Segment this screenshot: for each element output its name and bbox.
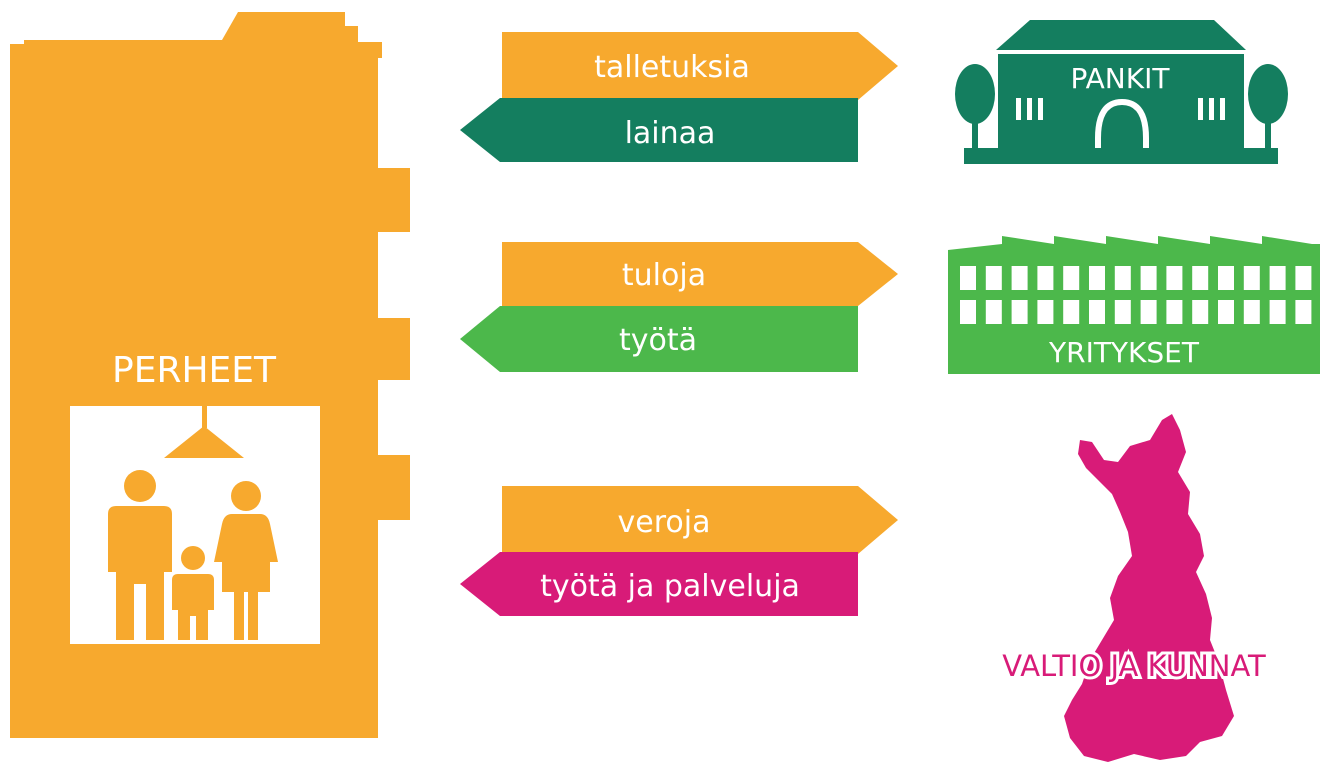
households-label: PERHEET bbox=[112, 350, 277, 391]
factory-window bbox=[1114, 266, 1131, 290]
factory-window bbox=[1063, 300, 1080, 324]
factory-window bbox=[1089, 266, 1105, 290]
factory-window bbox=[1166, 300, 1183, 324]
factory-window bbox=[1243, 300, 1260, 324]
arrow-label-loans: lainaa bbox=[625, 116, 716, 151]
factory-window bbox=[1011, 300, 1028, 324]
public-entity: VALTIO JA KUNNAT bbox=[999, 414, 1269, 762]
factory-window bbox=[1295, 266, 1312, 290]
arrow-right-income bbox=[502, 242, 898, 306]
companies-label: YRITYKSET bbox=[1048, 336, 1200, 369]
factory-window bbox=[1269, 266, 1286, 290]
factory-window bbox=[1295, 300, 1312, 324]
households-building: PERHEET bbox=[10, 12, 410, 738]
factory-window bbox=[1114, 300, 1131, 324]
factory-window bbox=[1192, 300, 1209, 324]
factory-window bbox=[960, 300, 976, 324]
flow-row-companies: tuloja työtä bbox=[460, 242, 898, 372]
factory-window bbox=[1063, 266, 1080, 290]
factory-window bbox=[1037, 300, 1054, 324]
bank-windows bbox=[1016, 98, 1225, 120]
factory-window bbox=[960, 266, 976, 290]
factory-window bbox=[1166, 266, 1183, 290]
public-label: VALTIO JA KUNNAT bbox=[1002, 649, 1266, 683]
arrow-label-work: työtä bbox=[619, 323, 697, 358]
finland-map-icon bbox=[1064, 414, 1234, 762]
factory-window bbox=[1218, 300, 1234, 324]
factory-window bbox=[1218, 266, 1234, 290]
companies-entity: YRITYKSET bbox=[948, 236, 1320, 374]
arrow-label-income: tuloja bbox=[622, 258, 706, 293]
factory-window bbox=[985, 300, 1002, 324]
banks-label: PANKIT bbox=[1071, 62, 1171, 95]
factory-icon bbox=[948, 236, 1320, 374]
factory-window bbox=[1011, 266, 1028, 290]
arrow-right-taxes bbox=[502, 486, 898, 554]
factory-window bbox=[1037, 266, 1054, 290]
factory-window bbox=[1140, 266, 1157, 290]
factory-window bbox=[1089, 300, 1105, 324]
family-under-lamp-icon bbox=[108, 406, 278, 640]
banks-entity: PANKIT bbox=[955, 20, 1288, 164]
bank-arch bbox=[1095, 98, 1149, 148]
factory-window bbox=[1192, 266, 1209, 290]
factory-window bbox=[1243, 266, 1260, 290]
arrow-label-taxes: veroja bbox=[618, 505, 711, 540]
factory-window bbox=[1140, 300, 1157, 324]
factory-window bbox=[985, 266, 1002, 290]
arrow-label-services: työtä ja palveluja bbox=[540, 569, 800, 604]
factory-window bbox=[1269, 300, 1286, 324]
arrow-label-deposits: talletuksia bbox=[594, 50, 750, 85]
factory-windows bbox=[960, 266, 1312, 324]
flow-row-public: veroja työtä ja palveluja bbox=[460, 486, 898, 616]
arrow-left-work bbox=[460, 306, 858, 372]
flow-row-banks: talletuksia lainaa bbox=[460, 32, 898, 162]
arrow-left-services bbox=[460, 552, 858, 616]
arrow-left-loans bbox=[460, 98, 858, 162]
arrow-right-deposits bbox=[502, 32, 898, 100]
